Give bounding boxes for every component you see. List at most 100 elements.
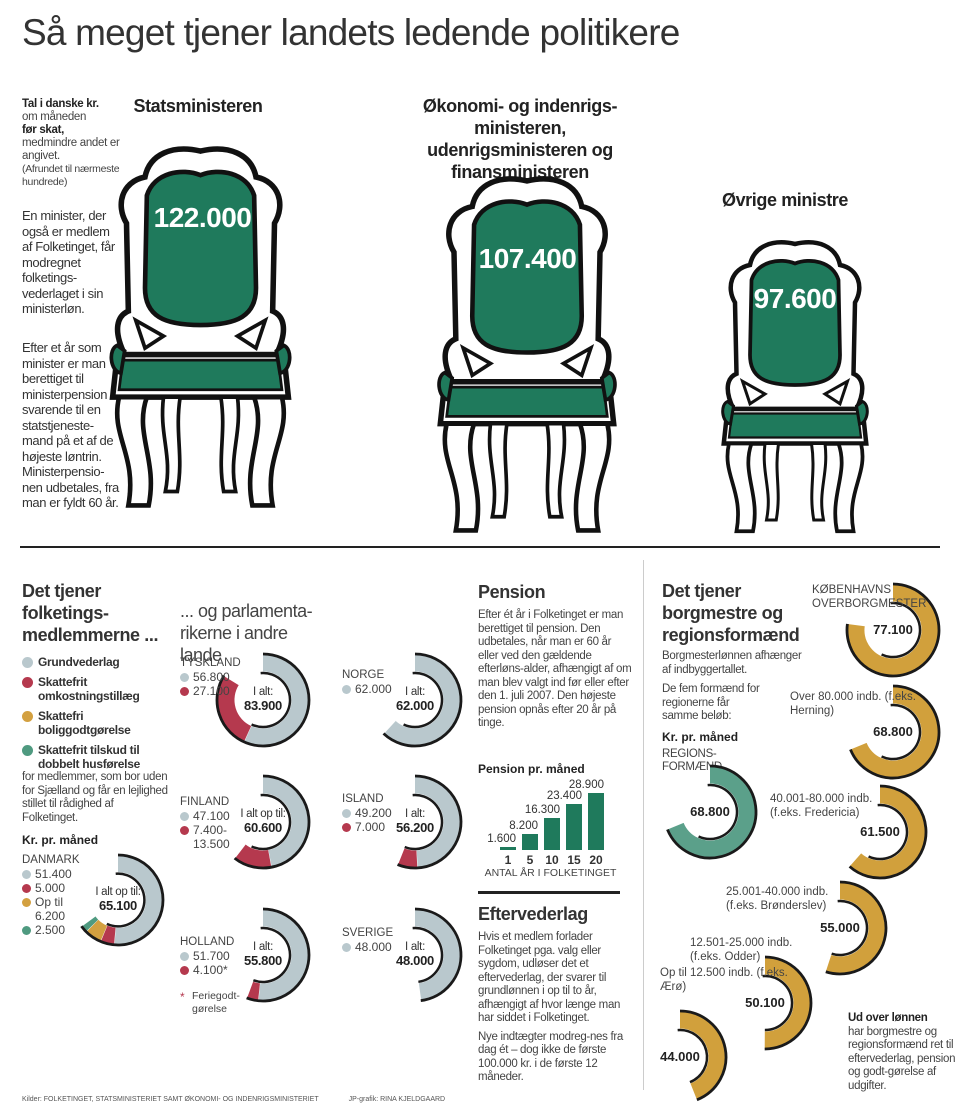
unit-label: Kr. pr. måned: [22, 833, 99, 847]
donut-outer-rim: [679, 1009, 728, 1102]
donut-outer-rim: [215, 652, 311, 748]
total-value: 83.900: [244, 698, 282, 713]
section-divider: [20, 546, 940, 548]
donut-segment: [850, 686, 939, 778]
chair-value-ministers: 107.400: [478, 243, 577, 274]
series-value: Op til 6.200: [35, 895, 66, 923]
legend-note: for medlemmer, som bor uden for Sjælland…: [22, 771, 168, 824]
series-dot: [22, 897, 31, 907]
series-dot: [342, 822, 351, 832]
intro-line: før skat,: [22, 124, 65, 136]
series-value: 4.100*: [193, 963, 228, 977]
pension-text: Efter ét år i Folketinget er man beretti…: [478, 609, 632, 729]
bar-category-label: 5: [526, 853, 534, 867]
donut-outer-rim: [848, 784, 928, 880]
series-dot: [180, 951, 189, 961]
bar-category-label: 20: [589, 853, 603, 867]
series-value: 56.800: [193, 670, 230, 684]
pension-chart-title: Pension pr. måned: [478, 762, 585, 776]
legend-item: Skattefri boliggodtgørelse: [22, 709, 172, 737]
donut-outer-rim: [246, 907, 311, 1003]
series-label: 51.400: [22, 867, 78, 881]
series-value: 2.500: [35, 923, 66, 937]
series-label: 51.700: [180, 949, 236, 963]
folketing-heading: Det tjener folketings-medlemmerne ...: [22, 581, 159, 645]
series-label: 56.800: [180, 670, 236, 684]
legend-dot: [22, 677, 33, 688]
series-dot: [180, 672, 189, 682]
bar-value-label: 23.400: [546, 789, 582, 802]
donut-inner-rim: [881, 703, 922, 761]
series-label: 7.000: [342, 820, 398, 834]
donut-title: 25.001-40.000 indb. (f.eks. Brønderslev): [726, 886, 829, 912]
donut-outer-rim: [80, 853, 165, 947]
legend-item: Skattefrit tilskud til dobbelt husførels…: [22, 743, 172, 771]
donut-total: I alt op til:60.600: [230, 807, 296, 836]
pension-column: Pension Efter ét år i Folketinget er man…: [478, 581, 633, 731]
series-dot: [180, 965, 189, 975]
eftervederlag-text-2: Nye indtægter modreg-nes fra dag ét – do…: [478, 1030, 624, 1084]
donut-segment: [262, 776, 309, 868]
intro-paragraph-2: Efter et år som minister er man berettig…: [22, 340, 119, 510]
borgmester-unit: Kr. pr. måned: [662, 729, 739, 744]
series-label: 7.400-13.500: [180, 823, 236, 851]
legend: Grundvederlag Skattefrit omkostningstill…: [22, 655, 172, 771]
x-axis-label: ANTAL ÅR I FOLKETINGET: [484, 867, 617, 879]
borgmester-text-1: Borgmesterlønnen afhænger af indbyggerta…: [662, 650, 802, 676]
donut-segment: [764, 957, 811, 1050]
donut-segment: [847, 584, 939, 676]
donut-total: I alt:83.900: [230, 685, 296, 714]
series-label: 47.100: [180, 809, 236, 823]
donut-title: Op til 12.500 indb. (f.eks. Ærø): [660, 967, 788, 993]
series-dot: [342, 684, 351, 694]
pension-divider: [478, 891, 620, 894]
donut-total: I alt:56.200: [382, 807, 448, 836]
donut-segment: [217, 675, 252, 742]
series-value: 62.000: [355, 682, 392, 696]
donut-inner-rim: [762, 974, 794, 1032]
donut-inner-rim: [403, 671, 444, 729]
pension-bar: [544, 817, 560, 850]
donut-inner-rim: [106, 872, 146, 928]
series-label: 49.200: [342, 806, 398, 820]
bar-category-label: 15: [567, 853, 581, 867]
country-label: TYSKLAND: [180, 657, 241, 669]
total-label: I alt:: [405, 686, 425, 698]
regions-title: REGIONS-FORMÆND: [662, 747, 722, 774]
donut-outer-rim: [845, 582, 941, 678]
pension-heading: Pension: [478, 582, 546, 602]
donut-outer-rim: [666, 764, 758, 860]
eftervederlag-column: Eftervederlag Hvis et medlem forlader Fo…: [478, 903, 633, 1085]
intro-line: Tal i danske kr.: [22, 98, 99, 110]
footer: Kilder: FOLKETINGET, STATSMINISTERIET SA…: [22, 1096, 445, 1103]
country-label: SVERIGE: [342, 927, 394, 939]
country-label: NORGE: [342, 669, 385, 681]
series-dot: [342, 942, 351, 952]
donut-inner-rim: [251, 793, 292, 851]
pension-bar: [522, 833, 538, 850]
footnote-text: Feriegodt-gørelse: [192, 990, 240, 1015]
donut-value: 68.800: [873, 724, 913, 739]
donut-outer-rim: [849, 684, 941, 780]
bar-value-label: 1.600: [487, 832, 516, 845]
series-value: 47.100: [193, 809, 230, 823]
legend-label: Skattefrit tilskud til dobbelt husførels…: [38, 743, 140, 771]
donut-outer-rim: [382, 652, 463, 748]
donut-segment: [849, 786, 926, 878]
donut-segment: [81, 916, 99, 932]
chair-heading-other: Øvrige ministre: [721, 190, 849, 210]
series-value: 5.000: [35, 881, 66, 895]
legend-dot: [22, 745, 33, 756]
legend-label: Skattefri boliggodtgørelse: [38, 709, 131, 737]
donut-inner-rim: [677, 1028, 709, 1084]
series-value: 27.100: [193, 684, 230, 698]
bar-value-label: 8.200: [509, 819, 538, 832]
legend-dot: [22, 657, 33, 668]
chair-heading-statsminister: Statsministeren: [133, 96, 263, 116]
column-divider: [643, 560, 644, 1090]
country-label: DANMARK: [22, 854, 80, 866]
